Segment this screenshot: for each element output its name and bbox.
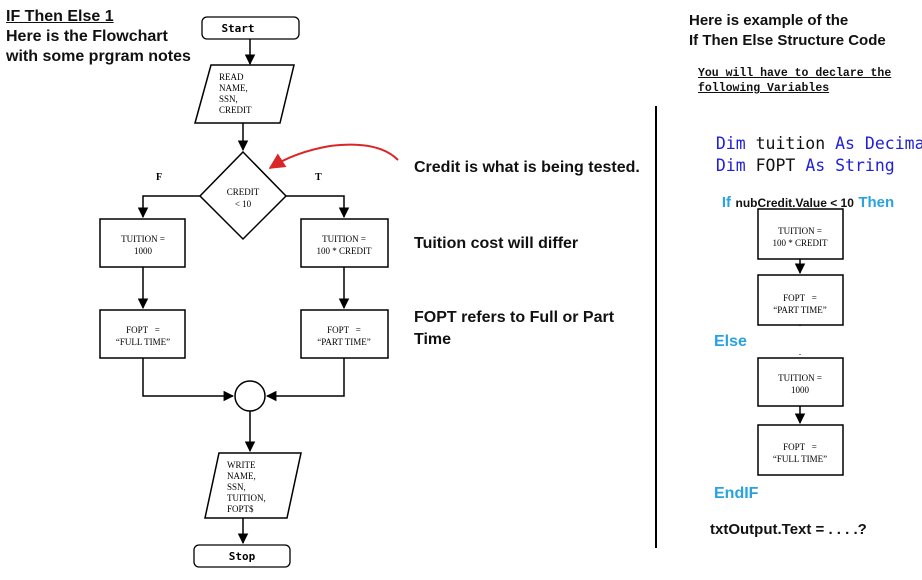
declare-line-1: You will have to declare the: [698, 67, 892, 80]
write-line-3: SSN,: [227, 482, 246, 492]
fopt-false-box: [99, 309, 186, 359]
code-box-1-line-1: TUITION =: [778, 226, 822, 236]
read-input-shape: [194, 64, 295, 124]
code-fopt-box-2: [757, 274, 844, 326]
code-heading-line-1: Here is example of the: [689, 12, 849, 29]
note-tuition-differ: Tuition cost will differ: [414, 235, 579, 252]
write-output-shape: [204, 452, 302, 519]
declare-variables-note: You will have to declare the following V…: [698, 66, 891, 96]
if-statement: If nubCredit.Value < 10 Then: [713, 176, 894, 212]
if-keyword: If: [721, 194, 732, 211]
read-line-3: SSN,: [219, 94, 238, 104]
start-label: Start: [221, 22, 254, 35]
note-fopt-line-2: Time: [414, 331, 452, 348]
dim-keyword: Dim: [715, 134, 746, 153]
code-tuition-box-3: [757, 357, 844, 407]
title-line-1: IF Then Else 1: [6, 8, 114, 25]
write-line-5: FOPT$: [227, 504, 254, 514]
as-keyword: As: [805, 156, 826, 175]
red-pointer-arrow: [268, 143, 399, 169]
code-box-4-line-1: FOPT =: [783, 442, 817, 452]
tuition-true-line-1: TUITION =: [322, 234, 366, 244]
false-label: F: [156, 172, 162, 183]
decision-line-1: CREDIT: [227, 187, 260, 197]
tuition-true-box: [300, 218, 389, 268]
read-line-4: CREDIT: [219, 105, 252, 115]
else-keyword: Else: [714, 333, 747, 350]
title-line-3: with some prgram notes: [6, 48, 191, 65]
code-box-2-line-1: FOPT =: [783, 293, 817, 303]
tuition-false-line-2: 1000: [134, 246, 153, 256]
code-box-1-line-2: 100 * CREDIT: [773, 238, 829, 248]
decision-line-2: < 10: [235, 199, 252, 209]
dim-statement-fopt: Dim FOPT As String: [696, 133, 895, 177]
code-box-3-line-2: 1000: [791, 385, 810, 395]
note-credit-tested: Credit is what is being tested.: [414, 159, 640, 176]
tuition-true-line-2: 100 * CREDIT: [317, 246, 373, 256]
output-statement: txtOutput.Text = . . . .?: [710, 521, 867, 538]
type-string: String: [835, 156, 895, 175]
code-box-4-line-2: “FULL TIME”: [773, 454, 827, 464]
if-condition: nubCredit.Value < 10: [735, 196, 854, 210]
stop-label: Stop: [229, 550, 256, 563]
type-decimal: Decimal: [864, 134, 922, 153]
true-label: T: [315, 172, 322, 183]
write-line-1: WRITE: [227, 460, 256, 470]
code-box-3-line-1: TUITION =: [778, 373, 822, 383]
write-line-2: NAME,: [227, 471, 256, 481]
tuition-false-line-1: TUITION =: [121, 234, 165, 244]
fopt-false-line-2: “FULL TIME”: [116, 337, 170, 347]
dim-keyword: Dim: [715, 156, 746, 175]
decision-diamond: [198, 150, 288, 241]
fopt-true-line-2: “PART TIME”: [317, 337, 371, 347]
stop-terminal: [193, 544, 291, 568]
connector-merge-right: [265, 358, 345, 402]
page-title: IF Then Else 1 Here is the Flowchart wit…: [6, 7, 191, 67]
connector-merge-left: [142, 358, 235, 402]
code-heading-line-2: If Then Else Structure Code: [689, 32, 886, 49]
endif-keyword: EndIF: [714, 485, 759, 502]
note-fopt-meaning: FOPT refers to Full or Part Time: [414, 307, 614, 351]
connector-false-branch: [137, 195, 200, 219]
merge-connector-circle: [234, 380, 266, 412]
code-box-2-line-2: “PART TIME”: [773, 305, 827, 315]
title-line-2: Here is the Flowchart: [6, 28, 168, 45]
read-line-2: NAME,: [219, 83, 248, 93]
fopt-true-line-1: FOPT =: [327, 325, 361, 335]
declare-line-2: following Variables: [698, 82, 830, 95]
connector-true-branch: [286, 195, 350, 219]
as-keyword: As: [835, 134, 855, 153]
note-fopt-line-1: FOPT refers to Full or Part: [414, 309, 615, 326]
read-line-1: READ: [219, 72, 244, 82]
then-keyword: Then: [858, 194, 895, 211]
write-line-4: TUITION,: [227, 493, 266, 503]
var-tuition: tuition: [755, 134, 826, 153]
code-heading: Here is example of the If Then Else Stru…: [689, 11, 886, 51]
code-fopt-box-4: [757, 424, 844, 476]
dim-statement-tuition: Dim tuition As Decimal: [696, 111, 922, 155]
var-fopt: FOPT: [755, 156, 796, 175]
fopt-false-line-1: FOPT =: [126, 325, 160, 335]
